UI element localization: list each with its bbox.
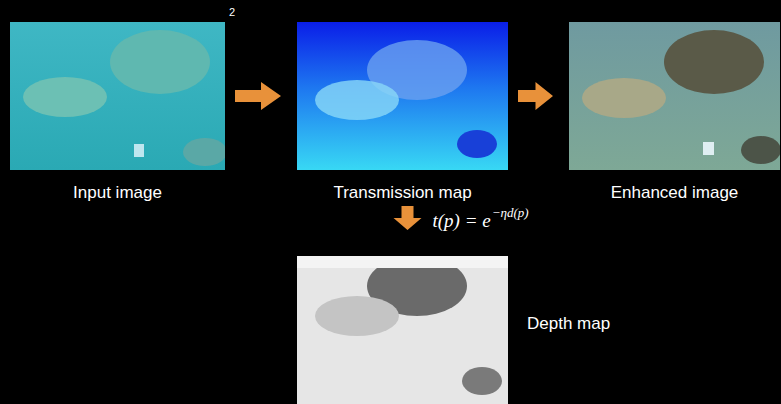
image-caption: Depth map	[527, 314, 610, 334]
image-panel: Input image	[10, 22, 225, 170]
formula-text: t(p) = e	[433, 210, 491, 232]
depth-map	[297, 256, 508, 404]
image-caption: Enhanced image	[611, 183, 739, 203]
footnote-number: 2	[229, 6, 235, 18]
image-caption: Input image	[73, 183, 162, 203]
flow-arrow	[518, 82, 553, 110]
flow-arrow	[235, 82, 281, 110]
input-photo	[10, 22, 225, 170]
image-panel: Enhanced image	[569, 22, 780, 170]
image-panel: Transmission map	[297, 22, 508, 170]
flow-arrow	[394, 206, 422, 230]
formula-exponent: −ηd(p)	[492, 205, 529, 221]
image-caption: Transmission map	[333, 183, 471, 203]
transmission-map	[297, 22, 508, 170]
enhanced-photo	[569, 22, 780, 170]
image-panel: Depth map	[297, 256, 508, 404]
